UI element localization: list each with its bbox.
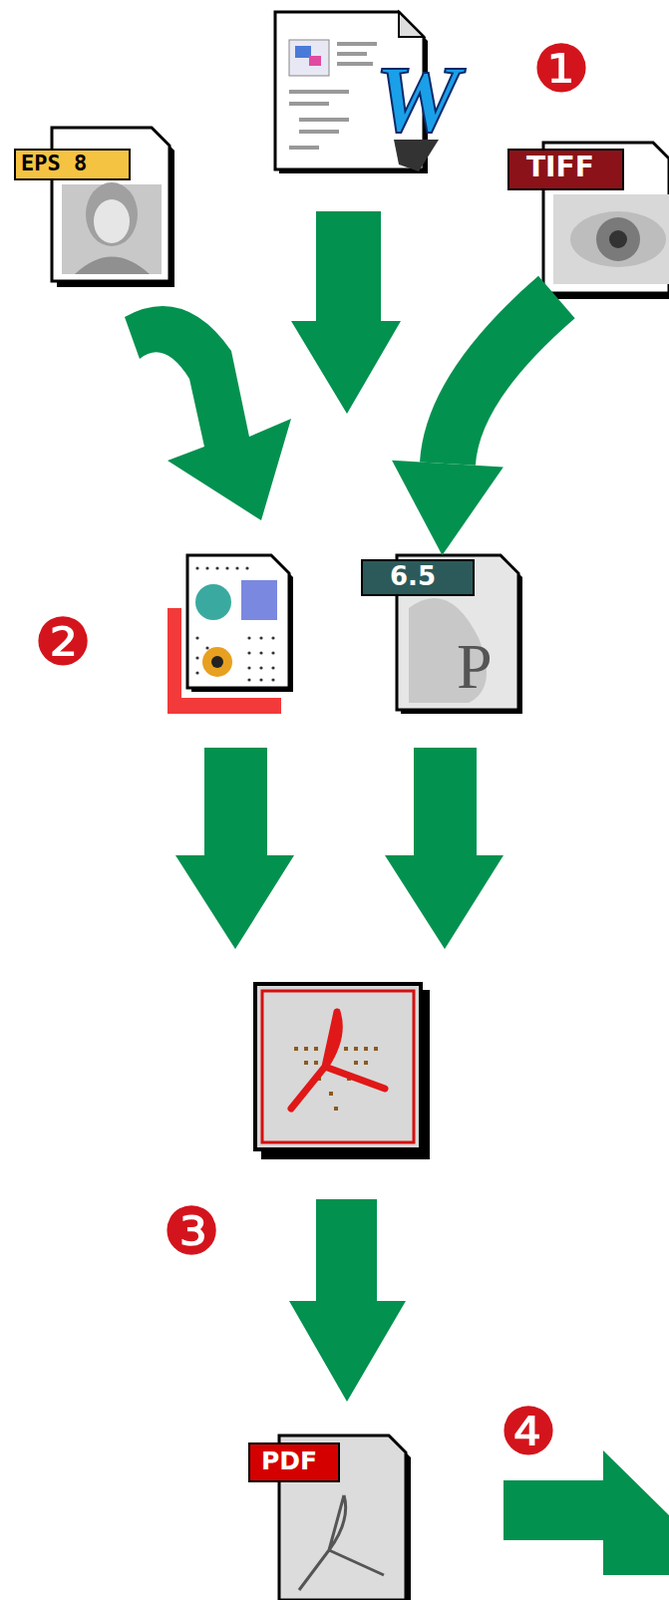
pdf-file: PDF (249, 1435, 409, 1600)
callout-number: ❶ (532, 36, 592, 103)
pdf-icon (249, 1435, 411, 1600)
callout-number: ❸ (162, 1199, 222, 1266)
tiff-icon (508, 142, 669, 300)
icon-label: P (456, 635, 493, 699)
icon-label: W (374, 51, 460, 148)
icon-label: EPS 8 (20, 152, 87, 175)
icon-label: 6.5 (389, 563, 436, 590)
callout-number: ❹ (499, 1399, 559, 1466)
flow-arrows (124, 211, 669, 1576)
eps-file: EPS 8 (14, 122, 175, 288)
tiff-file: TIFF (508, 142, 669, 298)
pagemaker-icon (361, 555, 523, 714)
icon-label: PDF (261, 1448, 318, 1474)
callout-number: ❷ (33, 610, 93, 676)
pagemaker-file: 6.5P (361, 555, 523, 715)
layout-document-icon (167, 555, 294, 714)
distiller-icon (255, 984, 430, 1160)
flow-arrow (391, 297, 557, 556)
word-document: W (275, 9, 440, 180)
eps-icon (14, 127, 175, 288)
icon-label: TIFF (526, 153, 595, 182)
